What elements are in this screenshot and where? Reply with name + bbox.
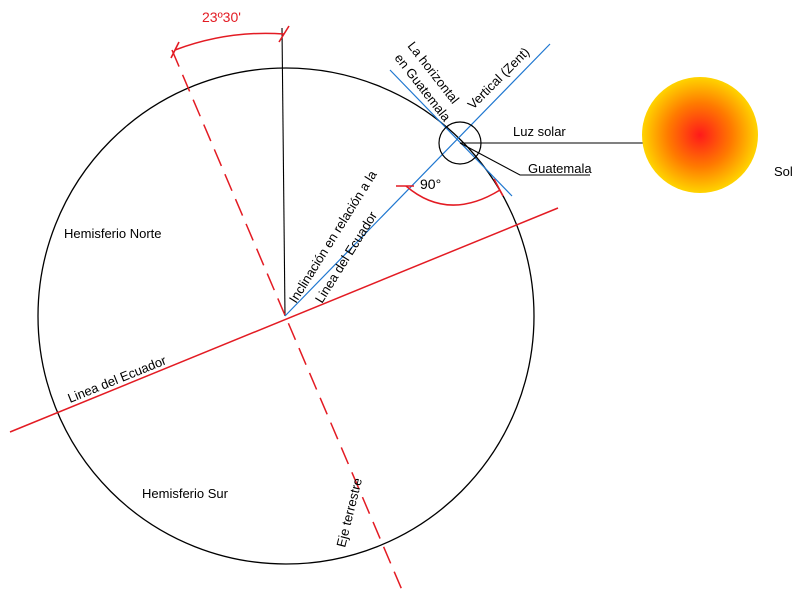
right-angle-arc xyxy=(405,185,501,206)
guatemala-label: Guatemala xyxy=(528,161,592,176)
earth-axis-label: Eje terrestre xyxy=(333,476,365,548)
earth-axis-line xyxy=(171,49,403,591)
hemisferio-norte-label: Hemisferio Norte xyxy=(64,226,162,241)
guatemala-horizontal-line xyxy=(389,69,513,197)
sun-circle xyxy=(642,77,758,193)
equator-line xyxy=(9,207,559,433)
sunlight-label: Luz solar xyxy=(513,124,566,139)
equator-label: Linea del Ecuador xyxy=(66,352,169,405)
tilt-angle-arc xyxy=(174,32,285,51)
tilt-angle-label: 23º30' xyxy=(202,9,241,25)
earth-circle xyxy=(37,67,535,565)
hemisferio-sur-label: Hemisferio Sur xyxy=(142,486,229,501)
right-angle-tick-right xyxy=(493,178,504,197)
vertical-zenith-label: Vertical (Zent) xyxy=(465,44,533,112)
tilt-arc-tick-left xyxy=(170,41,180,59)
vertical-reference-line xyxy=(281,27,286,317)
sun-label: Sol xyxy=(774,164,793,179)
tilt-arc-tick-right xyxy=(278,25,290,43)
guatemala-pointer-line xyxy=(459,142,590,176)
zenith-vertical-line xyxy=(284,43,551,317)
right-angle-label: 90° xyxy=(420,176,441,192)
